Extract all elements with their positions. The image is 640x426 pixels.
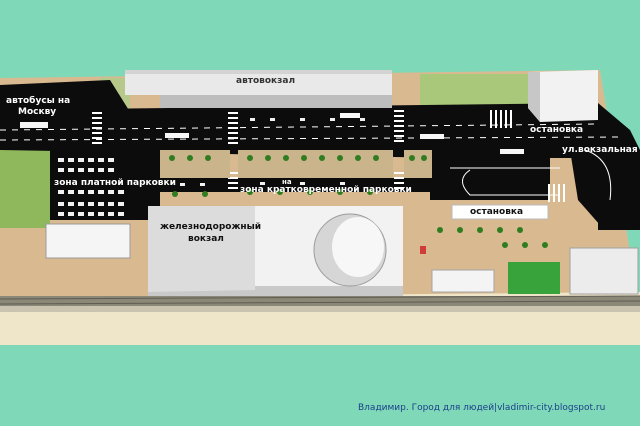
- median-strip: [238, 150, 393, 178]
- bus-station-roof: [125, 70, 392, 95]
- paid-parking-label: зона платной парковки: [54, 178, 176, 188]
- grass-top-middle: [420, 74, 530, 110]
- side-road-left: [112, 150, 160, 195]
- street-label-prefix: ул.: [562, 145, 578, 155]
- grass-left: [0, 150, 50, 228]
- short-parking-prefix: на: [282, 178, 292, 186]
- lane-curve: [584, 149, 612, 201]
- street-label: вокзальная: [578, 145, 638, 155]
- building-lower-center: [431, 269, 495, 293]
- rail-track: [0, 296, 640, 306]
- stop-top-label: остановка: [530, 125, 584, 135]
- green-square: [508, 262, 560, 294]
- lane-curve: [462, 169, 560, 196]
- median-strip: [404, 150, 432, 178]
- building-left: [45, 223, 131, 259]
- rail-line: [0, 300, 640, 305]
- kiosk: [420, 246, 426, 254]
- median-strip: [160, 150, 230, 178]
- right-lane: [598, 150, 640, 230]
- bus-icon: [20, 113, 524, 154]
- road-upper-lane-left: [0, 80, 130, 118]
- rail-line: [0, 295, 640, 300]
- building-top-right: [528, 70, 598, 122]
- bus-station-label: автовокзал: [236, 76, 296, 86]
- buses-moscow-label-line1: автобусы на: [6, 96, 71, 106]
- stop-shelter: [451, 204, 549, 220]
- bus-station-front: [160, 95, 392, 108]
- tree-icon: [169, 155, 548, 248]
- lane-marking: [0, 136, 621, 141]
- building-lower-right: [569, 247, 639, 295]
- railway-station-dome-glass: [332, 217, 384, 277]
- building-top-right-side: [528, 72, 540, 122]
- car-icon: [58, 118, 365, 216]
- buses-moscow-label-line2: Москву: [18, 107, 57, 117]
- platform: [0, 306, 640, 312]
- bus-station-shade: [125, 70, 392, 74]
- credit-text: Владимир. Город для людей|vladimir-city.…: [358, 403, 606, 413]
- railway-station-label-line2: вокзал: [188, 234, 224, 244]
- stop-lower-label: остановка: [470, 207, 524, 217]
- short-parking-label: зона кратковременной парковки: [240, 185, 412, 195]
- main-road: [0, 103, 640, 158]
- railway-station-side: [148, 206, 255, 292]
- road-entry-bottom: [430, 150, 550, 200]
- crosswalk: [92, 110, 565, 202]
- railway-station-label-line1: железнодорожный: [160, 222, 262, 232]
